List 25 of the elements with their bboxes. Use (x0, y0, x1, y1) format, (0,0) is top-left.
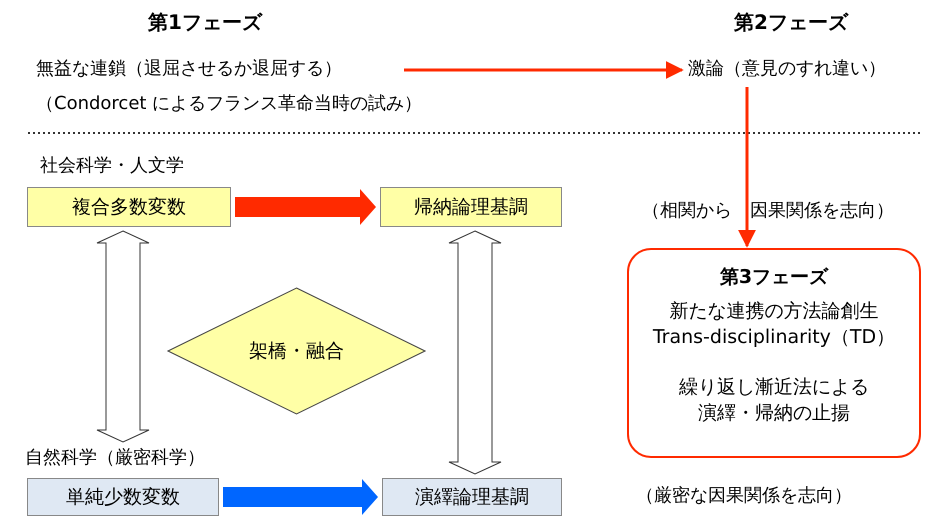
phase-text: 繰り返し漸近法による演繹・帰納の止揚 (678, 375, 870, 426)
variable-box: 帰納論理基調 (380, 187, 562, 227)
statement-text: 無益な連鎖（退屈させるか退屈する） (36, 57, 398, 83)
note-text: （Condorcet によるフランス革命当時の試み） (36, 92, 422, 116)
variable-box: 単純少数変数 (27, 478, 219, 516)
variable-box: 複合多数変数 (27, 187, 231, 227)
statement-text: 激論（意見のすれ違い） (688, 57, 918, 83)
arrow (404, 61, 684, 79)
block-arrow (235, 189, 376, 225)
double-arrow (96, 230, 150, 443)
double-arrow (448, 230, 502, 475)
label-text: 社会科学・人文学 (40, 154, 184, 178)
arrow (738, 87, 756, 248)
variable-box: 演繹論理基調 (382, 478, 562, 516)
phase-box (627, 248, 921, 458)
label-text: （相関から 因果関係を志向） (642, 199, 894, 223)
label-text: （厳密な因果関係を志向） (636, 484, 852, 508)
phase-heading: 第1フェーズ (148, 10, 262, 34)
diamond-text: 架橋・融合 (249, 339, 344, 364)
phase-text: 新たな連携の方法論創生 Trans-disciplinarity（TD） (652, 299, 896, 350)
phase-heading: 第2フェーズ (734, 10, 848, 34)
label-text: 自然科学（厳密科学） (25, 446, 205, 470)
diamond-shape (167, 287, 426, 415)
block-arrow (223, 479, 378, 515)
phase-heading: 第3フェーズ (720, 265, 828, 290)
